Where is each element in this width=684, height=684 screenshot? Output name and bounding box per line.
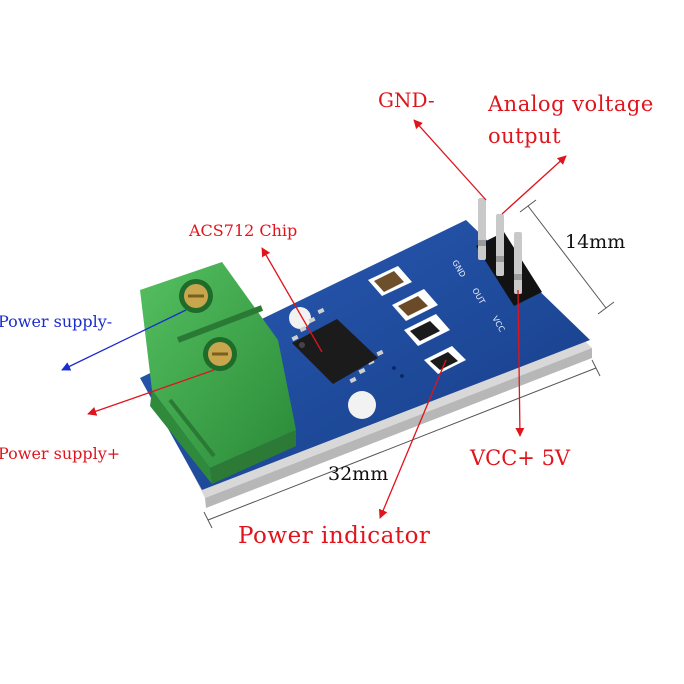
dimension-32mm-line [207, 367, 597, 521]
label-vcc-5v: VCC+ 5V [470, 446, 571, 470]
label-analog-output: output [488, 124, 562, 148]
pin-out [496, 214, 504, 276]
arrow-vcc [515, 289, 525, 437]
label-analog-voltage: Analog voltage [488, 92, 654, 116]
label-power-supply-plus: Power supply+ [0, 444, 121, 463]
annotation-arrows [61, 119, 567, 519]
dimension-lines [203, 199, 615, 529]
pin-gnd [478, 198, 486, 260]
terminal-screw-1 [179, 279, 213, 313]
label-power-supply-minus: Power supply- [0, 312, 113, 331]
pin-vcc [514, 232, 522, 294]
terminal-screw-2 [203, 337, 237, 371]
arrow-power-indicator [378, 359, 447, 519]
arrow-power-supply-plus [87, 369, 215, 416]
label-power-indicator: Power indicator [238, 523, 431, 549]
header-pins [476, 198, 542, 306]
mounting-hole [289, 307, 311, 329]
label-acs712-chip: ACS712 Chip [189, 221, 298, 240]
smd-components [368, 266, 466, 378]
dimension-14mm-line [527, 205, 607, 309]
label-dimension-14mm: 14mm [565, 231, 626, 253]
acs712-chip [291, 307, 384, 384]
arrow-power-supply-minus [61, 309, 187, 371]
arrow-gnd [413, 119, 487, 201]
arrow-chip [261, 247, 323, 353]
arrow-analog-output [501, 155, 567, 215]
label-gnd: GND- [378, 88, 435, 112]
screw-terminal [140, 262, 296, 484]
label-dimension-32mm: 32mm [328, 463, 389, 485]
mounting-hole [348, 391, 376, 419]
